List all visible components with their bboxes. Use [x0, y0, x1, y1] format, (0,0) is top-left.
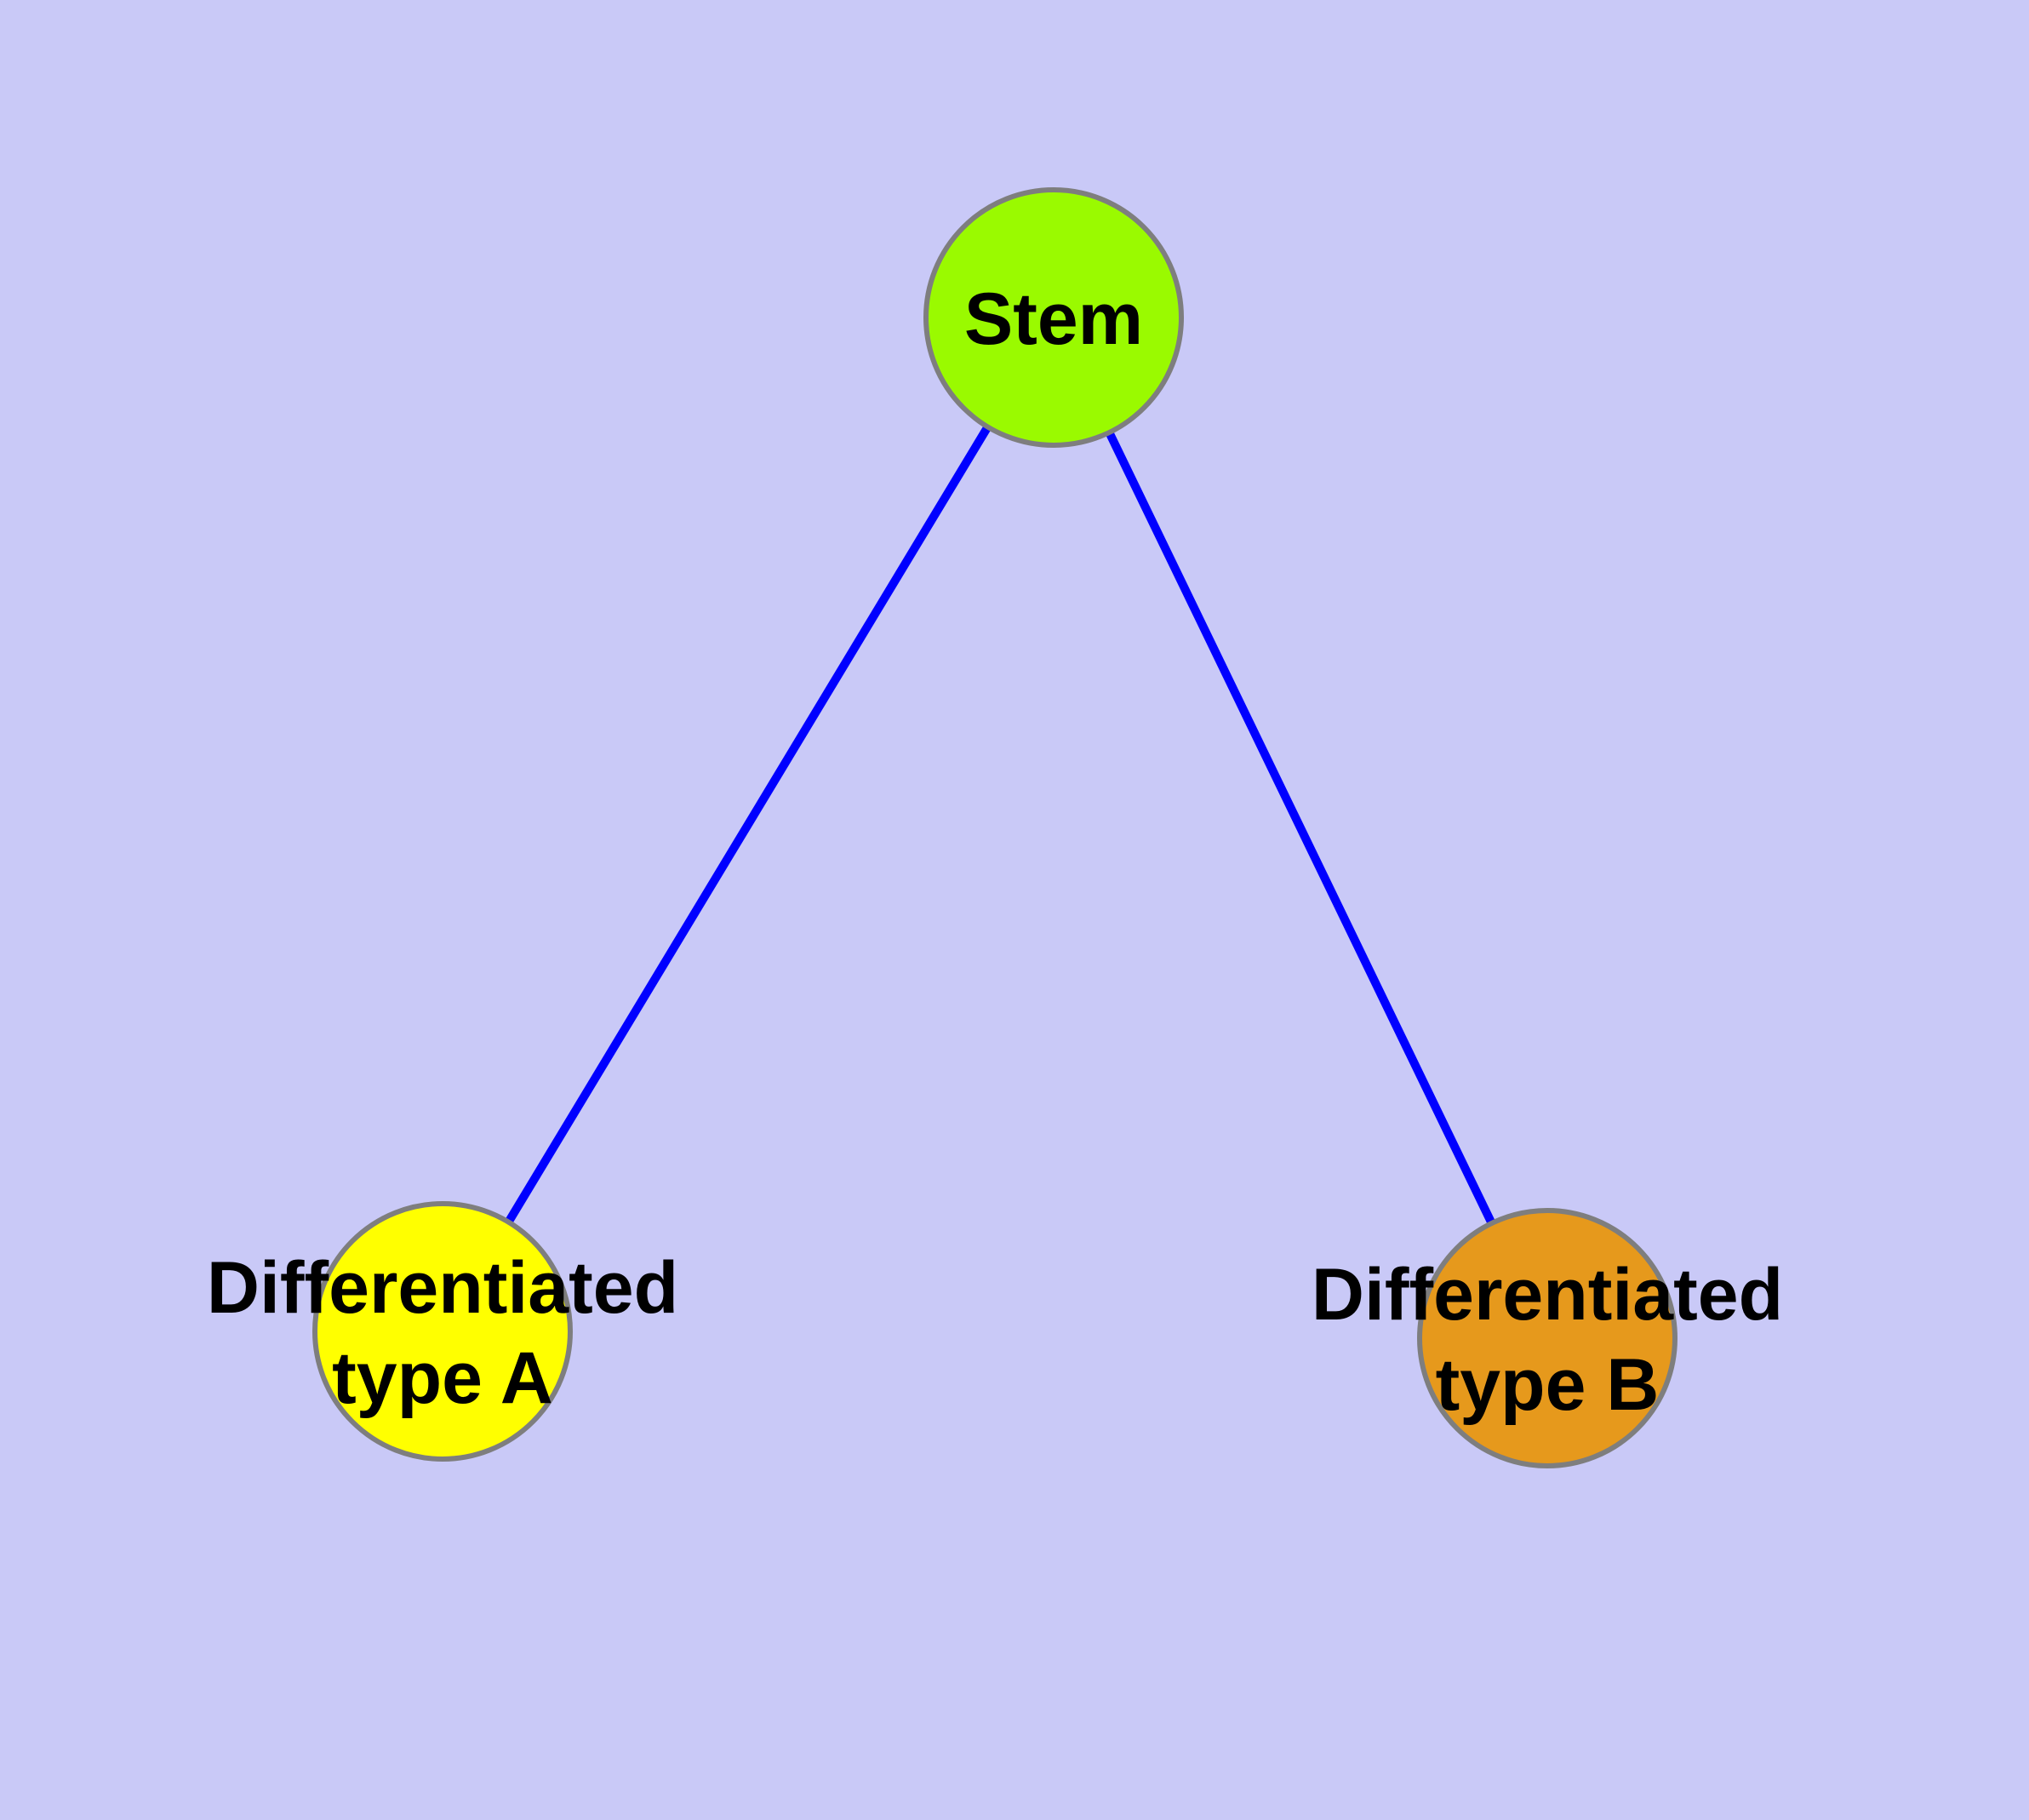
node-label-line: Differentiated: [1312, 1254, 1783, 1336]
edges-layer: [438, 315, 1552, 1341]
node-circle-differentiated-type-a: [312, 1201, 573, 1462]
node-circle-stem: [923, 187, 1184, 448]
nodes-layer: [312, 187, 1677, 1468]
node-label-stem: Stem: [964, 278, 1143, 360]
node-label-line: type A: [332, 1337, 553, 1419]
node-label-line: type B: [1436, 1344, 1660, 1426]
node-label-line: Differentiated: [207, 1247, 678, 1329]
edge-stem-to-differentiated-type-a: [438, 315, 1058, 1334]
edge-stem-to-differentiated-type-b: [1049, 315, 1552, 1341]
node-circle-differentiated-type-b: [1417, 1208, 1677, 1468]
node-label-line: Stem: [964, 278, 1143, 360]
